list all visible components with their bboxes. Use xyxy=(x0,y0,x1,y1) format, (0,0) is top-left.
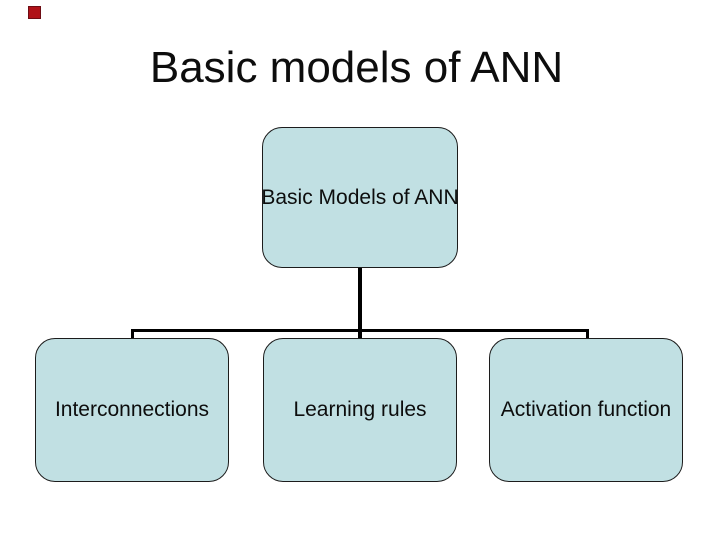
red-square-decoration xyxy=(28,6,41,19)
connector-stub-left xyxy=(131,329,134,339)
org-node-learning-rules: Learning rules xyxy=(263,338,457,482)
org-node-interconnections: Interconnections xyxy=(35,338,229,482)
connector-horizontal-rail xyxy=(131,329,589,332)
org-node-root-label: Basic Models of ANN xyxy=(261,185,459,209)
org-node-basic-models-of-ann: Basic Models of ANN xyxy=(261,127,459,268)
org-node-interconnections-label: Interconnections xyxy=(54,398,210,421)
org-node-activation-function-label: Activation function xyxy=(500,398,672,421)
slide-title: Basic models of ANN xyxy=(149,43,564,92)
connector-stub-right xyxy=(586,329,589,339)
org-node-learning-rules-label: Learning rules xyxy=(293,398,427,421)
org-node-activation-function: Activation function xyxy=(489,338,683,482)
connector-vertical-root xyxy=(358,268,362,340)
